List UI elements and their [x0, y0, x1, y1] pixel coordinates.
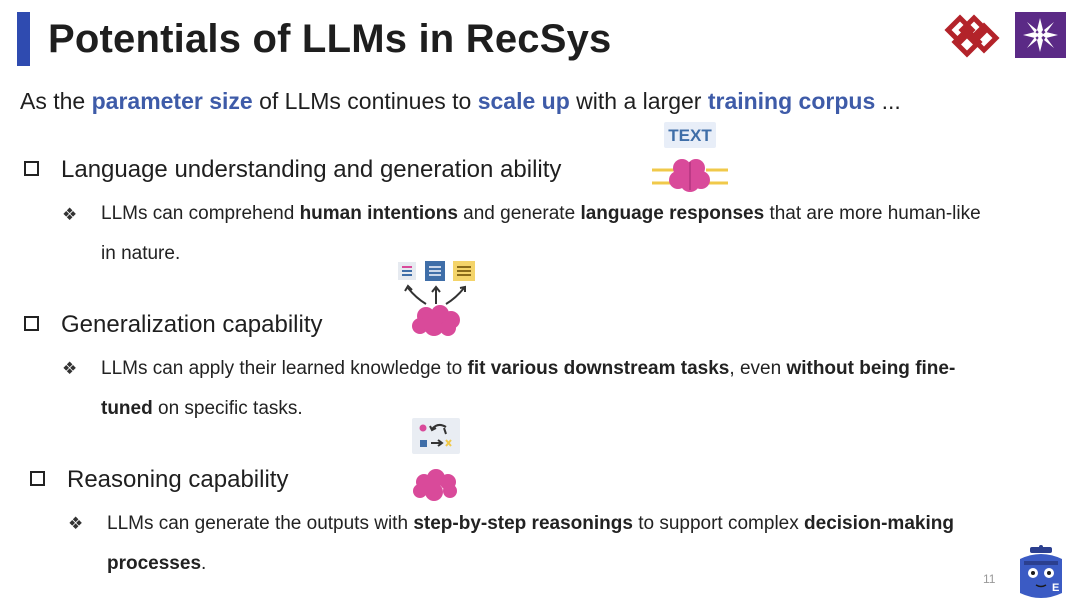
bullet-text: and generate: [457, 203, 581, 224]
bullet-bold: language responses: [580, 203, 765, 224]
checkbox-icon: [24, 161, 39, 176]
text-label-icon: TEXT: [668, 126, 712, 145]
bullet-text: that are more human-like: [764, 203, 981, 224]
bullet-bold: without being fine-: [786, 358, 956, 379]
section-heading-generalization: Generalization capability: [24, 310, 322, 340]
page-title: Potentials of LLMs in RecSys: [48, 17, 612, 61]
diamond-bullet-icon: ❖: [62, 205, 78, 224]
page-number: 11: [983, 572, 996, 586]
section-heading-text: Reasoning capability: [67, 466, 289, 493]
intro-highlight-scale-up: scale up: [477, 88, 570, 114]
section-heading-language: Language understanding and generation ab…: [24, 155, 561, 185]
bullet-bold: human intentions: [299, 203, 458, 224]
bullet-bold: fit various downstream tasks: [467, 358, 730, 379]
bullet-text: .: [201, 553, 207, 574]
bullet-bold: decision-making: [804, 513, 954, 534]
intro-mid-1: of LLMs continues to: [252, 88, 478, 114]
bullet-text: , even: [729, 358, 787, 379]
section-heading-text: Generalization capability: [61, 311, 323, 338]
svg-text:E: E: [1052, 582, 1059, 594]
diamond-bullet-icon: ❖: [62, 359, 78, 378]
intro-highlight-training-corpus: training corpus: [707, 88, 876, 114]
intro-highlight-parameter-size: parameter size: [91, 88, 253, 114]
intro-prefix: As the: [20, 88, 92, 114]
university-logo-icon: [1015, 12, 1066, 58]
brain-text-icon: TEXT: [652, 122, 728, 192]
bullet-text: on specific tasks.: [152, 398, 303, 419]
section-heading-text: Language understanding and generation ab…: [61, 156, 562, 183]
bullet-bold: step-by-step reasonings: [413, 513, 633, 534]
brain-reasoning-icon: [412, 418, 460, 501]
mascot-icon: E: [1020, 545, 1062, 598]
bullet-bold: processes: [107, 553, 202, 574]
checkbox-icon: [24, 316, 39, 331]
intro-line: As the parameter size of LLMs continues …: [20, 86, 901, 116]
bullet-text: LLMs can generate the outputs with: [107, 513, 414, 534]
bullet-bold: tuned: [101, 398, 153, 419]
bullet-generalization: LLMs can apply their learned knowledge t…: [101, 349, 1061, 429]
intro-mid-2: with a larger: [569, 88, 708, 114]
bullet-text: LLMs can apply their learned knowledge t…: [101, 358, 468, 379]
diamond-bullet-icon: ❖: [68, 514, 84, 533]
bullet-text: LLMs can comprehend: [101, 203, 300, 224]
title-accent-bar: [17, 12, 30, 66]
checkbox-icon: [30, 471, 45, 486]
polyu-logo-icon: [944, 14, 1000, 58]
bullet-reasoning: LLMs can generate the outputs with step-…: [107, 504, 1057, 584]
bullet-text: in nature.: [101, 243, 181, 264]
section-heading-reasoning: Reasoning capability: [30, 465, 288, 495]
bullet-text: to support complex: [632, 513, 805, 534]
brain-documents-icon: [398, 261, 475, 336]
intro-suffix: ...: [875, 88, 901, 114]
bullet-language: LLMs can comprehend human intentions and…: [101, 194, 1061, 274]
